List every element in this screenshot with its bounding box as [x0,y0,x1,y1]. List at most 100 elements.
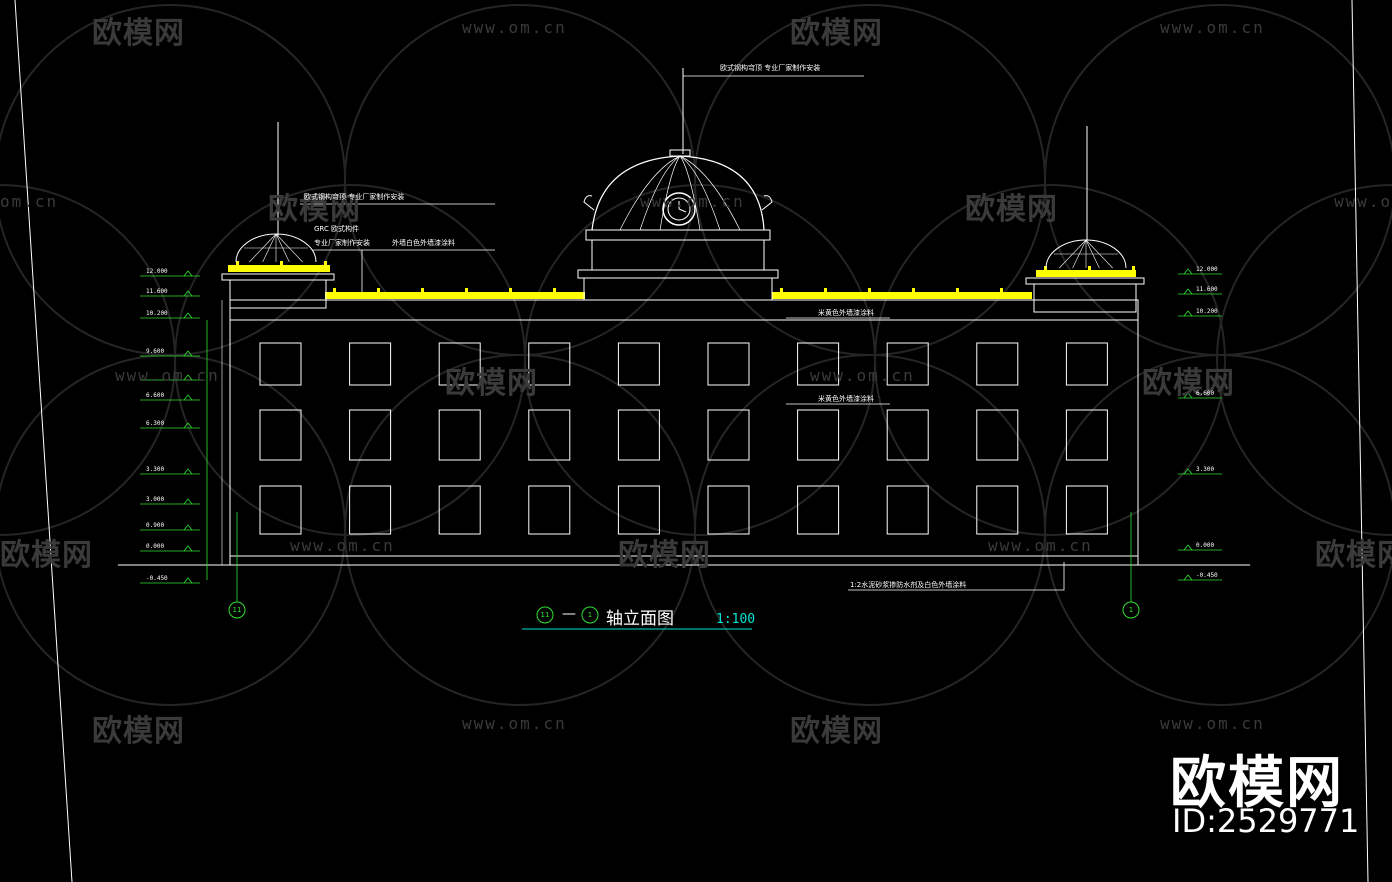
watermark-arc [0,184,176,536]
railing-post [1132,266,1135,270]
main-dome-rib [659,155,681,231]
window [886,342,929,386]
dome-scroll-right [761,195,773,211]
window [438,342,481,386]
watermark-arc [0,4,346,356]
main-dome-rib [619,155,681,231]
main-dome-rib [679,155,701,231]
window [259,342,302,386]
main-dome-rib [639,155,681,231]
frame-line-left [14,0,73,882]
watermark-url: www.om.cn [810,366,915,385]
watermark-logo: 欧模网 [965,192,1058,227]
watermark-url: www.om.cn [1160,714,1265,733]
watermark-arc [1044,354,1392,706]
level-marker [183,468,193,475]
watermark-url: www.om.cn [462,18,567,37]
level-marker [1183,392,1193,399]
level-marker [183,350,193,357]
annotation-wall: 米黄色外墙漆涂料 [818,395,874,403]
railing-post [912,288,915,292]
level-label: 3.300 [146,466,165,473]
annotation-grc: GRC 欧式构件 [314,225,360,233]
window [528,409,571,461]
building-body [229,299,1139,566]
axis-label-start: 11 [232,606,242,614]
window [438,409,481,461]
pavilion-block [1033,283,1137,313]
title-axis-start: 11 [540,611,550,619]
watermark-logo: 欧模网 [92,16,185,51]
elevation-drawing [14,0,1369,882]
window [886,485,929,535]
title-axis-end: 1 [587,611,593,619]
pavilion-cap [1025,277,1145,285]
window [349,342,392,386]
window [1065,485,1108,535]
level-marker [1183,288,1193,295]
railing-post [1000,288,1003,292]
watermark-url: www.om.cn [1334,192,1392,211]
railing-post [553,288,556,292]
level-marker [183,312,193,319]
railing-post [824,288,827,292]
level-label: 6.300 [146,420,165,427]
watermark-logo: 欧模网 [268,192,361,227]
annotation-parapet: 外墙白色外墙漆涂料 [392,239,455,247]
window [617,485,660,535]
level-label: 3.000 [146,496,165,503]
window [1065,409,1108,461]
railing-post [509,288,512,292]
watermark-logo: 欧模网 [618,538,711,573]
watermark-arcs [0,4,1392,706]
railing-post [780,288,783,292]
window [976,342,1019,386]
level-label: 9.600 [146,348,165,355]
parapet-railing [772,292,1032,299]
title-bubble-start [536,606,554,624]
main-dome-rib [679,155,721,231]
railing-post [280,261,283,265]
level-label: 6.600 [146,392,165,399]
parapet-railing [1036,270,1136,277]
drum-top [585,229,771,241]
watermark-logo: 欧模网 [445,366,538,401]
window [707,409,750,461]
title-dash: — [562,606,576,622]
watermark-url: om.cn [0,192,59,211]
watermark-logo: 欧模网 [790,714,883,749]
axis-label-end: 1 [1128,606,1134,614]
frame-line-right [1351,0,1369,882]
level-label: -0.450 [146,575,168,582]
level-label: 12.000 [146,268,168,275]
annotation-install: 专业厂家制作安装 [314,239,370,247]
railing-post [324,261,327,265]
clock-outer [662,192,696,226]
watermark-url: www.om.cn [462,714,567,733]
watermark-logo: 欧模网 [1142,366,1235,401]
window [617,409,660,461]
window [1065,342,1108,386]
annotation-dome: 欧式钢构穹顶 专业厂家制作安装 [720,64,821,72]
railing-post [377,288,380,292]
level-label: 11.600 [146,288,168,295]
dome-lantern [669,149,691,157]
window [259,409,302,461]
level-marker [1183,268,1193,275]
railing-post [421,288,424,292]
window [349,409,392,461]
railing-post [333,288,336,292]
axis-bubble-start [228,601,246,619]
window [349,485,392,535]
drawing-scale: 1:100 [716,612,756,627]
annotation-frieze: 米黄色外墙漆涂料 [818,309,874,317]
watermark-url: www.om.cn [988,536,1093,555]
level-marker [183,577,193,584]
level-marker [183,374,193,381]
watermark-logo: 欧模网 [92,714,185,749]
drum-cornice [577,269,779,279]
railing-post [236,261,239,265]
level-marker [183,290,193,297]
window [976,485,1019,535]
watermark-arc [874,184,1226,536]
